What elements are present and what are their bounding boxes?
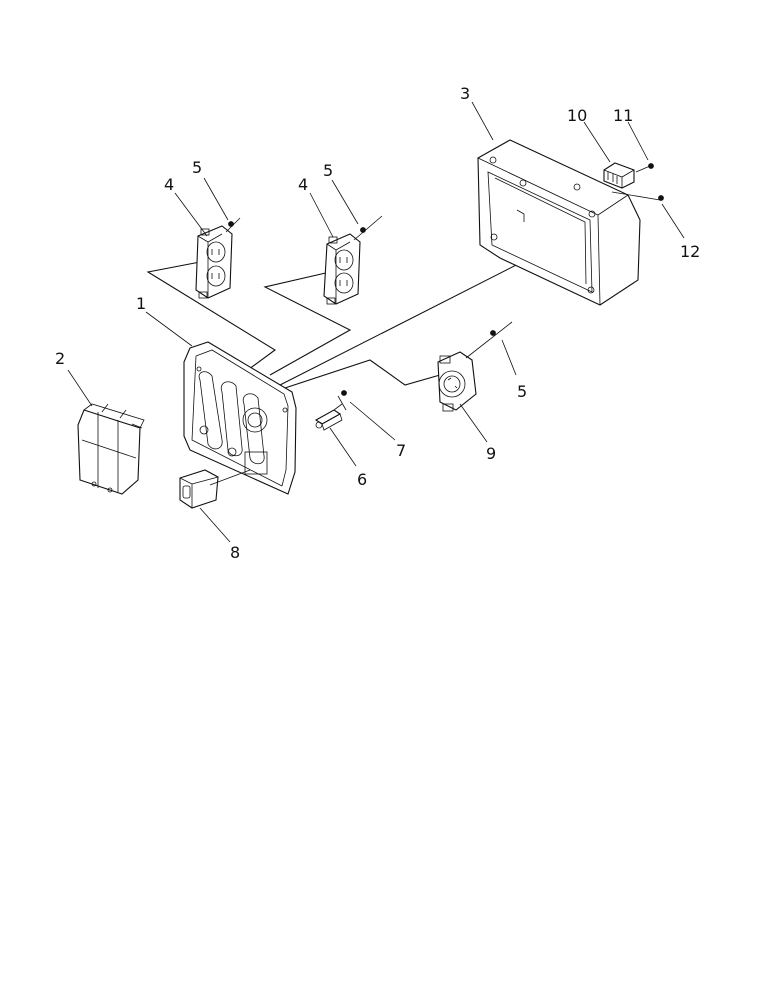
callout-4-right: 4 (298, 175, 308, 194)
duplex-receptacle-left-part-4 (195, 217, 241, 299)
callout-1: 1 (136, 294, 146, 313)
callout-5-lower: 5 (517, 382, 527, 401)
callout-7: 7 (396, 441, 406, 460)
callout-5-left: 5 (192, 158, 202, 177)
callout-8: 8 (230, 543, 240, 562)
outlet-cover-part-2 (77, 403, 145, 495)
twist-lock-receptacle-part-9 (437, 321, 513, 412)
callout-9: 9 (486, 444, 496, 463)
callout-11: 11 (613, 106, 633, 125)
screw-part-12 (611, 191, 664, 201)
callout-labels: 1 2 3 4 4 5 5 5 6 7 8 9 10 11 12 (55, 84, 700, 562)
fuse-holder-part-6 (314, 403, 343, 431)
callout-4-left: 4 (164, 175, 174, 194)
callout-3: 3 (460, 84, 470, 103)
screw-part-11 (635, 163, 654, 173)
screw-part-7 (337, 390, 347, 411)
callout-10: 10 (567, 106, 587, 125)
terminal-block-part-10 (603, 162, 635, 189)
callout-5-right: 5 (323, 161, 333, 180)
callout-2: 2 (55, 349, 65, 368)
front-panel-part-1 (183, 341, 297, 495)
outlet-box-part-3 (477, 139, 641, 306)
callout-12: 12 (680, 242, 700, 261)
circuit-breaker-part-8 (179, 469, 251, 509)
duplex-receptacle-right-part-4 (323, 215, 383, 305)
leader-lines (67, 101, 685, 543)
callout-6: 6 (357, 470, 367, 489)
